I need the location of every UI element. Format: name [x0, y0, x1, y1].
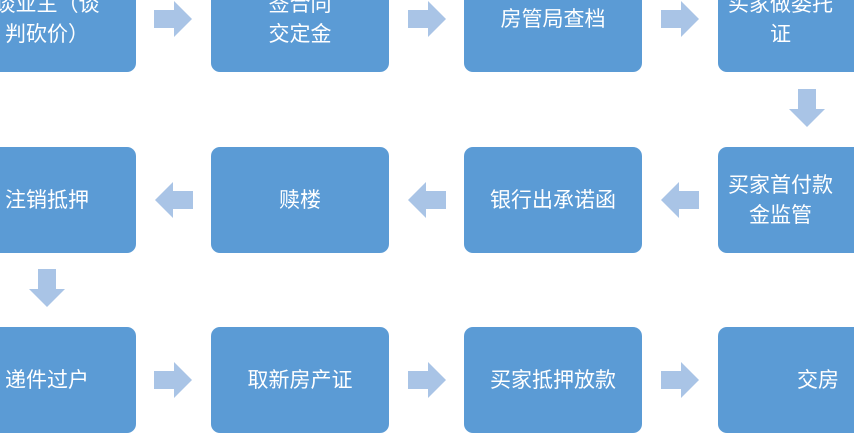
step-label: 银行出承诺函 — [490, 188, 616, 212]
arrow-left-icon — [408, 182, 446, 218]
step-submit-transfer: 递件过户 — [0, 327, 136, 433]
step-label: 买家抵押放款 — [490, 368, 616, 392]
step-label: 签合同 交定金 — [268, 0, 332, 46]
step-hand-over-house: 交房 — [718, 327, 854, 433]
arrow-right-icon — [661, 1, 699, 37]
step-label: 注销抵押 — [5, 188, 89, 212]
step-cancel-mortgage: 注销抵押 — [0, 147, 136, 253]
arrow-right-icon — [408, 362, 446, 398]
step-label: 赎楼 — [279, 188, 321, 212]
arrow-right-icon — [154, 362, 192, 398]
step-label: 谈业主（谈 判砍价） — [0, 0, 100, 46]
arrow-down-icon — [29, 269, 65, 307]
step-buyer-power-of-attorney: 买家做委托 证 — [718, 0, 854, 72]
step-sign-contract-deposit: 签合同 交定金 — [211, 0, 389, 72]
step-label: 买家首付款 金监管 — [728, 173, 833, 227]
step-label: 交房 — [797, 368, 839, 392]
step-housing-bureau-records: 房管局查档 — [464, 0, 642, 72]
step-redeem-property: 赎楼 — [211, 147, 389, 253]
arrow-down-icon — [789, 89, 825, 127]
arrow-left-icon — [661, 182, 699, 218]
arrow-right-icon — [408, 1, 446, 37]
arrow-right-icon — [661, 362, 699, 398]
step-label: 买家做委托 证 — [728, 0, 833, 46]
step-label: 递件过户 — [5, 368, 89, 392]
step-buyer-mortgage-loan: 买家抵押放款 — [464, 327, 642, 433]
step-label: 取新房产证 — [247, 368, 353, 392]
step-bank-commitment-letter: 银行出承诺函 — [464, 147, 642, 253]
arrow-right-icon — [154, 1, 192, 37]
step-get-new-certificate: 取新房产证 — [211, 327, 389, 433]
arrow-left-icon — [155, 182, 193, 218]
step-negotiate-with-owner: 谈业主（谈 判砍价） — [0, 0, 136, 72]
step-down-payment-escrow: 买家首付款 金监管 — [718, 147, 854, 253]
step-label: 房管局查档 — [500, 7, 606, 31]
